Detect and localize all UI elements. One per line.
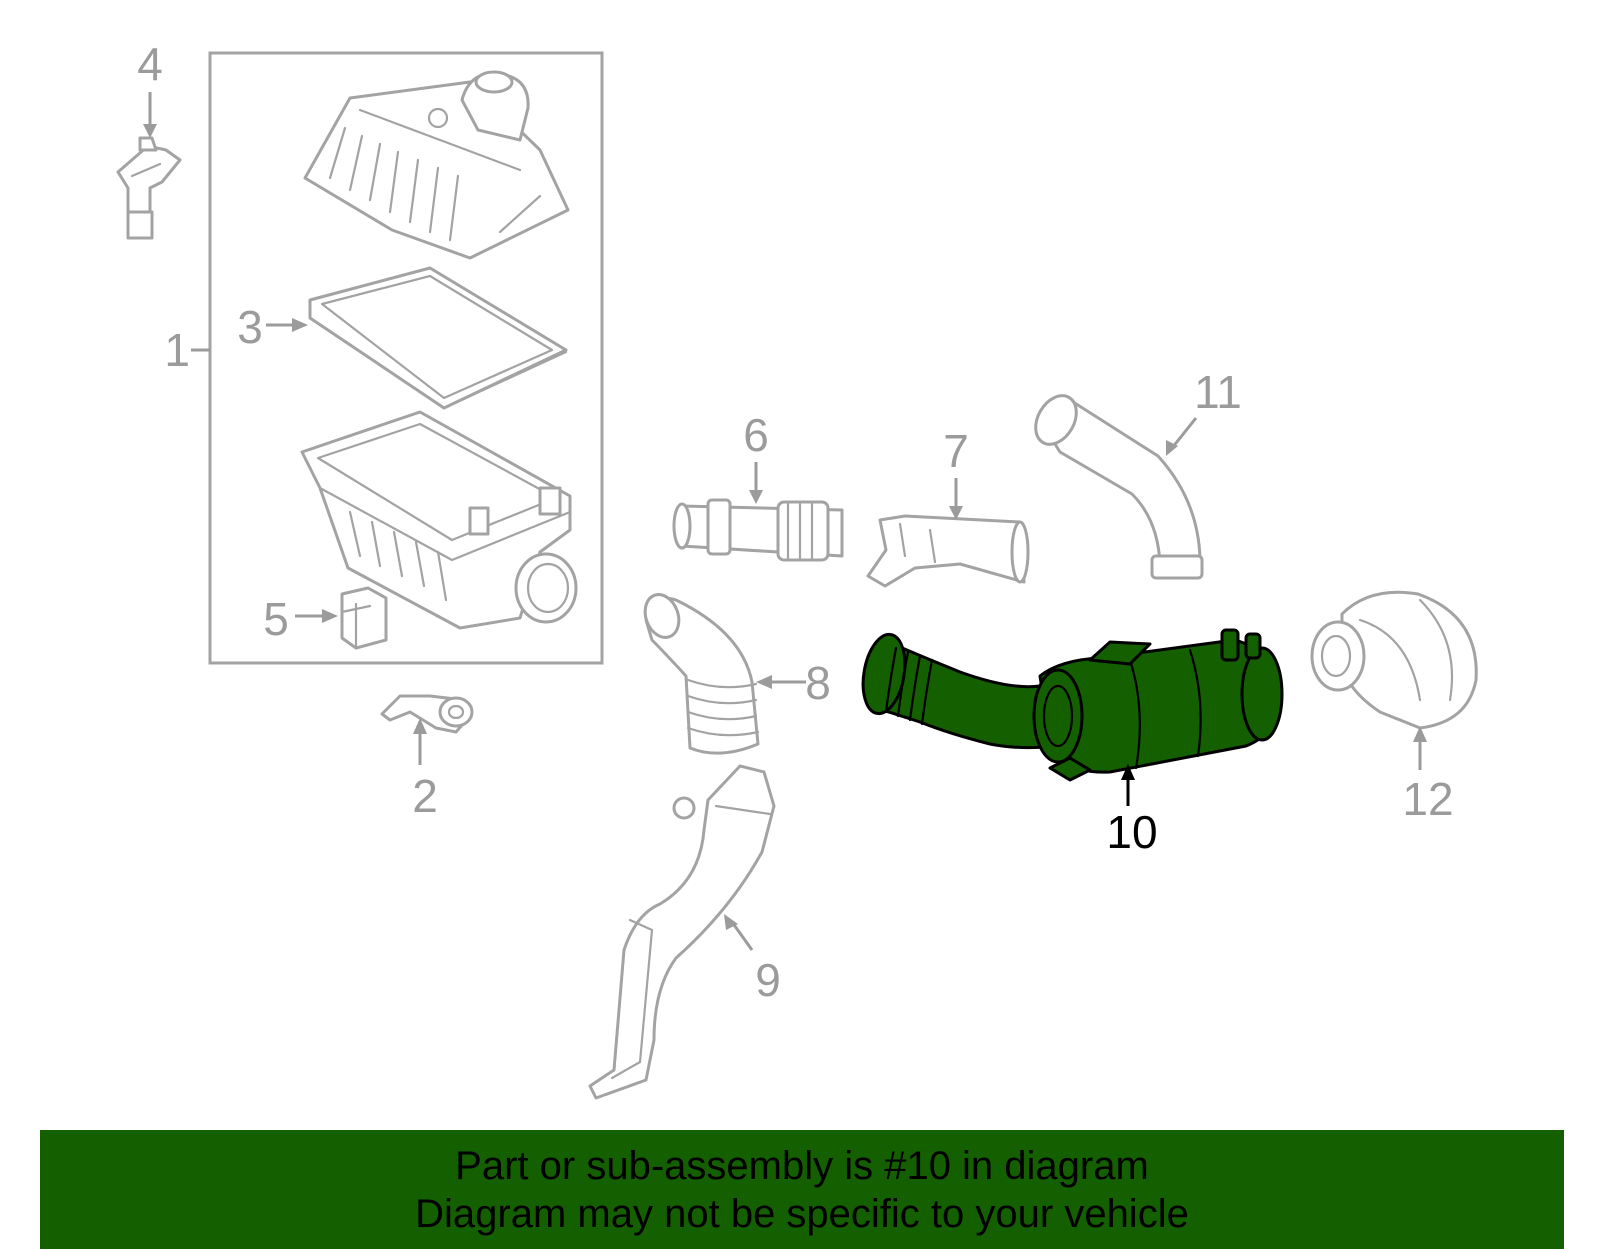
callout-4: 4 — [137, 38, 163, 90]
part-4-sensor[interactable] — [116, 136, 182, 240]
callout-12: 12 — [1402, 773, 1453, 825]
part-1-cover[interactable] — [303, 70, 570, 260]
banner-line-1: Part or sub-assembly is #10 in diagram — [455, 1144, 1149, 1188]
callout-3: 3 — [237, 301, 263, 353]
arrowhead-8 — [756, 675, 772, 689]
arrowhead-7 — [949, 506, 963, 520]
arrow-9 — [730, 921, 754, 951]
part-8-bellows[interactable] — [639, 590, 760, 755]
arrowhead-3 — [292, 318, 308, 332]
banner-line-2: Diagram may not be specific to your vehi… — [415, 1192, 1189, 1236]
part-12-resonator[interactable] — [1310, 590, 1478, 730]
callout-5: 5 — [263, 593, 289, 645]
part-2-bracket[interactable] — [380, 694, 474, 734]
callout-10: 10 — [1106, 806, 1157, 858]
part-9-duct[interactable] — [588, 764, 776, 1100]
arrowhead-6 — [749, 490, 763, 504]
arrowhead-12 — [1413, 726, 1427, 742]
parts-diagram: 1 2 3 4 5 6 7 8 9 10 11 12 — [116, 38, 1478, 1100]
callout-6: 6 — [743, 409, 769, 461]
arrowhead-10 — [1121, 764, 1135, 780]
arrowhead-11 — [1166, 440, 1178, 456]
arrowhead-5 — [322, 609, 338, 623]
arrowhead-9 — [724, 914, 738, 930]
part-6-hose[interactable] — [672, 498, 844, 562]
arrow-11 — [1170, 417, 1198, 449]
assembly-1-box — [208, 51, 604, 665]
arrowhead-2 — [413, 718, 427, 734]
part-1-housing[interactable] — [300, 410, 578, 630]
part-5-clip[interactable] — [340, 586, 388, 650]
callout-11: 11 — [1194, 366, 1242, 418]
part-3-filter[interactable] — [308, 266, 568, 410]
arrowhead-4 — [143, 124, 157, 138]
info-banner: Part or sub-assembly is #10 in diagram D… — [40, 1130, 1564, 1249]
callout-9: 9 — [755, 954, 781, 1006]
callout-1: 1 — [164, 324, 190, 376]
part-7-duct[interactable] — [866, 514, 1030, 588]
callout-8: 8 — [805, 657, 831, 709]
callout-2: 2 — [412, 770, 438, 822]
part-10-highlighted[interactable] — [857, 628, 1284, 782]
callout-7: 7 — [943, 425, 969, 477]
part-11-elbow[interactable] — [1027, 388, 1204, 580]
